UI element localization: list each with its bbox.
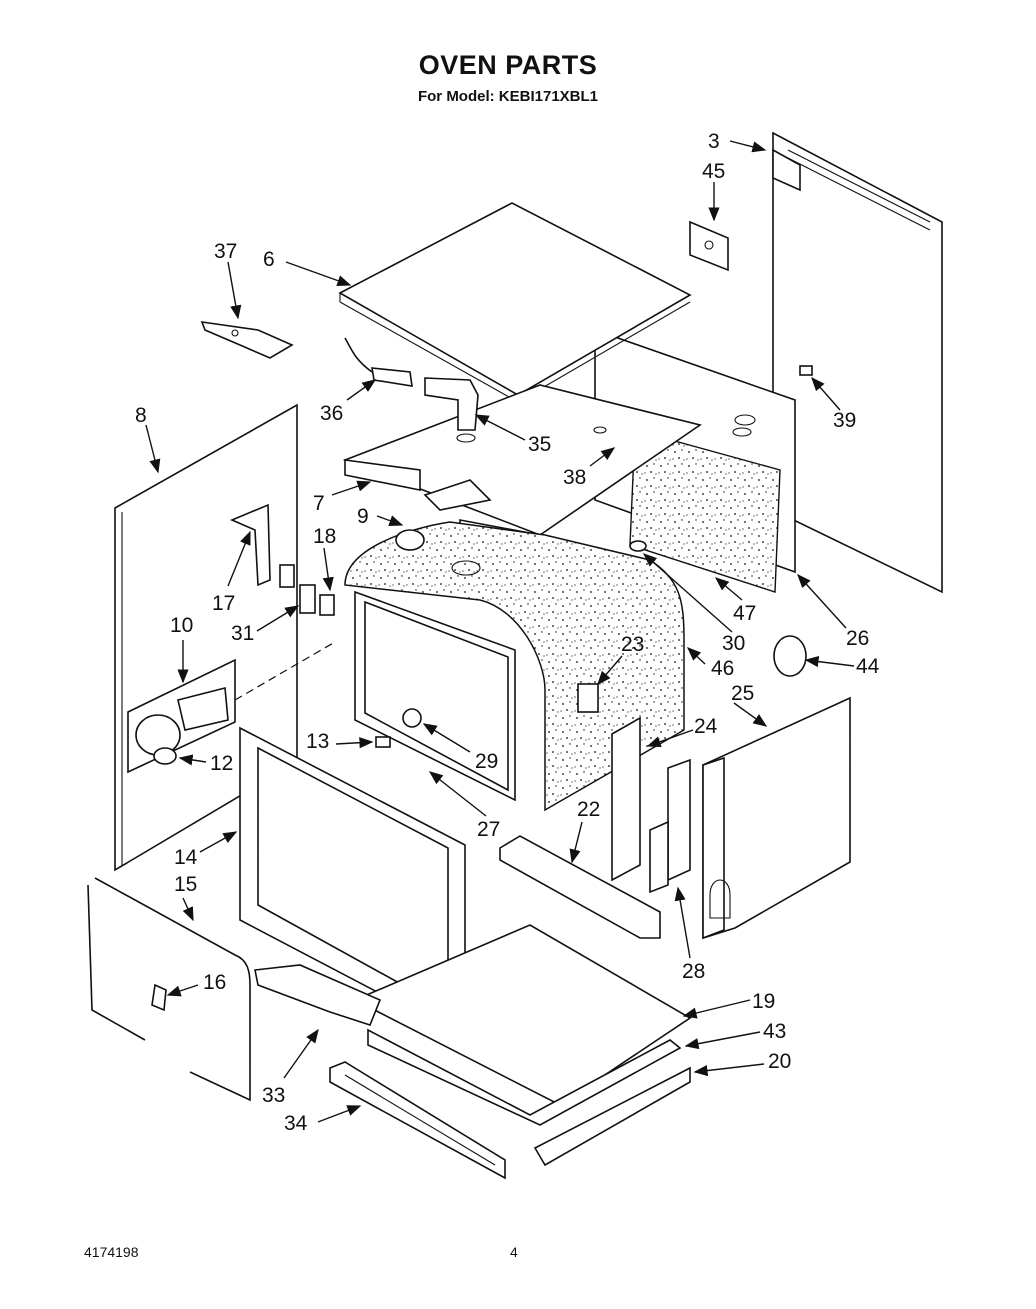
callout-8: 8 bbox=[135, 404, 147, 427]
part-oven-cavity bbox=[344, 521, 685, 812]
callout-35: 35 bbox=[528, 433, 551, 456]
callout-30: 30 bbox=[722, 632, 745, 655]
part-knob-29 bbox=[402, 708, 422, 728]
leader-lines bbox=[145, 140, 855, 1123]
callout-36: 36 bbox=[320, 402, 343, 425]
callout-6: 6 bbox=[263, 248, 275, 271]
callout-18: 18 bbox=[313, 525, 336, 548]
callout-labels: 3 45 37 6 36 35 8 38 39 7 9 18 17 31 47 … bbox=[135, 130, 880, 1135]
part-side-panel-right bbox=[772, 131, 943, 594]
callout-3: 3 bbox=[708, 130, 720, 153]
page-number: 4 bbox=[510, 1244, 518, 1260]
part-deflector-37 bbox=[200, 321, 294, 359]
callout-25: 25 bbox=[731, 682, 754, 705]
part-trim-panel-25 bbox=[702, 696, 851, 940]
callout-12: 12 bbox=[210, 752, 233, 775]
callout-46: 46 bbox=[711, 657, 734, 680]
callout-9: 9 bbox=[357, 505, 369, 528]
callout-31: 31 bbox=[231, 622, 254, 645]
callout-17: 17 bbox=[212, 592, 235, 615]
callout-44: 44 bbox=[856, 655, 880, 678]
part-insulation-47 bbox=[629, 429, 781, 593]
callout-19: 19 bbox=[752, 990, 775, 1013]
callout-37: 37 bbox=[214, 240, 237, 263]
callout-15: 15 bbox=[174, 873, 197, 896]
callout-34: 34 bbox=[284, 1112, 308, 1135]
part-trims-43-20 bbox=[367, 1028, 691, 1167]
part-switch-18-31 bbox=[279, 564, 335, 616]
callout-43: 43 bbox=[763, 1020, 786, 1043]
part-clip-16 bbox=[151, 983, 167, 1012]
part-grille-34 bbox=[329, 1061, 506, 1180]
part-hinge-28 bbox=[649, 758, 691, 894]
callout-27: 27 bbox=[477, 818, 500, 841]
callout-39: 39 bbox=[833, 409, 856, 432]
part-clip-39 bbox=[799, 365, 813, 376]
part-bracket-17 bbox=[229, 503, 271, 587]
part-bracket-45 bbox=[689, 220, 729, 272]
callout-47: 47 bbox=[733, 602, 756, 625]
part-lamp-assembly bbox=[127, 641, 336, 774]
part-sensor-36 bbox=[344, 337, 413, 387]
callout-45: 45 bbox=[702, 160, 725, 183]
callout-14: 14 bbox=[174, 846, 198, 869]
callout-13: 13 bbox=[306, 730, 329, 753]
callout-22: 22 bbox=[577, 798, 600, 821]
model-subtitle: For Model: KEBI171XBL1 bbox=[417, 88, 599, 105]
part-duct-35 bbox=[424, 377, 479, 443]
callout-16: 16 bbox=[203, 971, 226, 994]
page-title: OVEN PARTS bbox=[418, 50, 598, 80]
part-bulb-12 bbox=[153, 747, 177, 765]
part-rail-22 bbox=[499, 835, 661, 939]
part-door-gasket bbox=[87, 877, 251, 1102]
part-bracket-23 bbox=[577, 683, 599, 713]
part-vent-33 bbox=[254, 964, 382, 1026]
callout-23: 23 bbox=[621, 633, 644, 656]
callout-10: 10 bbox=[170, 614, 193, 637]
callout-33: 33 bbox=[262, 1084, 285, 1107]
callout-24: 24 bbox=[694, 715, 718, 738]
callout-38: 38 bbox=[563, 466, 586, 489]
part-gasket-44 bbox=[773, 635, 807, 677]
document-number: 4174198 bbox=[84, 1244, 139, 1260]
callout-29: 29 bbox=[475, 750, 498, 773]
callout-20: 20 bbox=[768, 1050, 791, 1073]
part-clip-13 bbox=[375, 736, 391, 748]
callout-28: 28 bbox=[682, 960, 705, 983]
callout-26: 26 bbox=[846, 627, 869, 650]
part-bracket-24 bbox=[611, 716, 641, 882]
callout-7: 7 bbox=[313, 492, 325, 515]
